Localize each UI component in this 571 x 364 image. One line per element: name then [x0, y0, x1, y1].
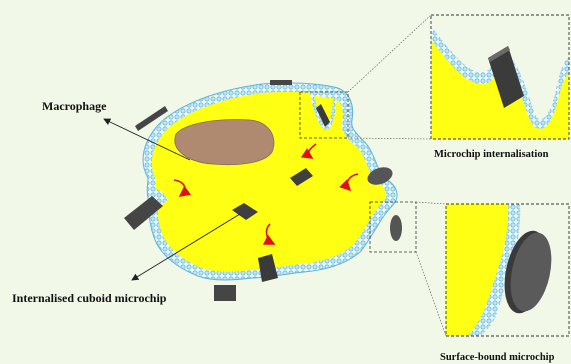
- macrophage-label: Macrophage: [42, 99, 106, 114]
- zoom-connector-right-1: [416, 202, 446, 204]
- macrophage-pointer-arrow: [104, 119, 110, 122]
- surface-bound-microchip-label: Surface-bound microchip: [440, 352, 554, 363]
- zoom-connector-right-2: [416, 252, 446, 336]
- microchip-bottom-outside: [214, 285, 236, 301]
- zoom-connector-top-1: [348, 15, 431, 92]
- microchip-internalisation-label: Microchip internalisation: [434, 149, 548, 160]
- internalised-microchip-label: Internalised cuboid microchip: [12, 291, 166, 306]
- microchip-right-surface: [390, 215, 402, 241]
- nucleus: [175, 120, 274, 165]
- microchip-top-surface: [270, 80, 292, 85]
- inset-internalisation: [431, 15, 569, 139]
- inset-surface-bound: [446, 204, 569, 336]
